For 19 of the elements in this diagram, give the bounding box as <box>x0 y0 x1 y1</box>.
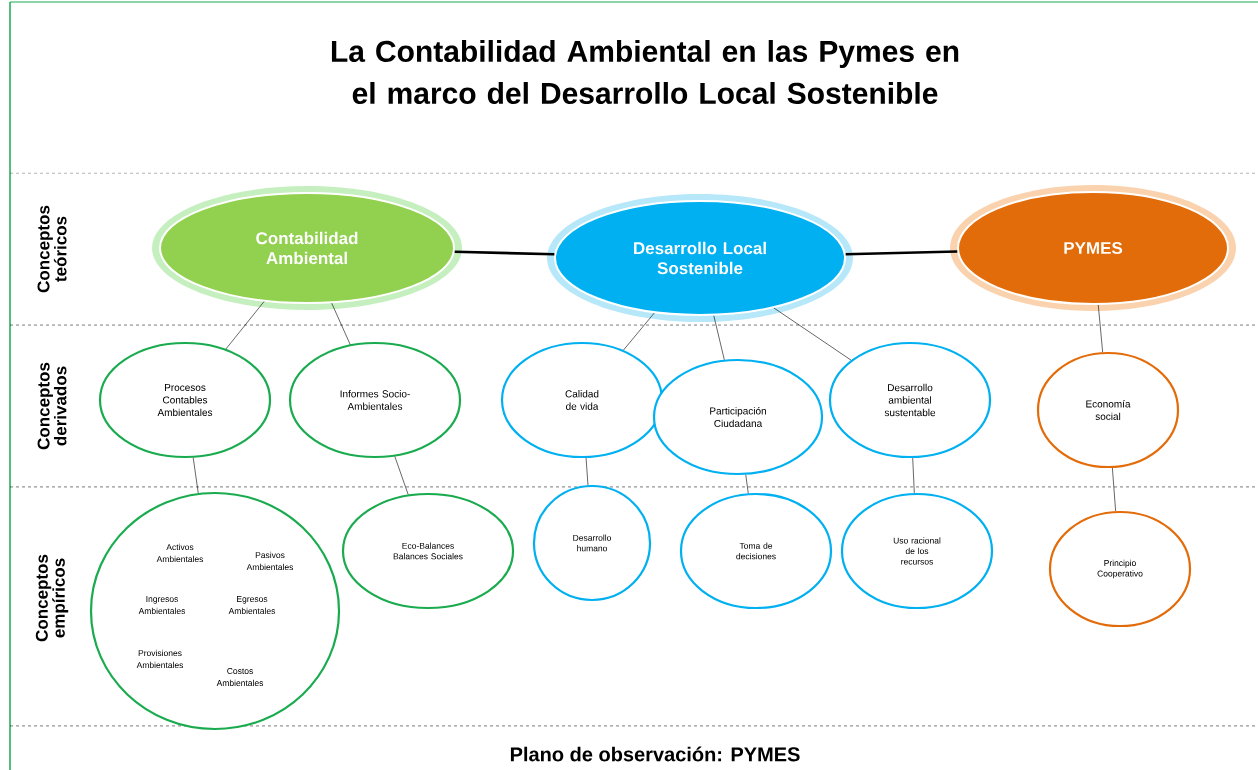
connector-line <box>713 315 725 360</box>
connector-line <box>394 456 409 495</box>
connector-line <box>585 457 589 486</box>
connector-line <box>454 250 555 256</box>
title: La Contabilidad Ambiental en las Pymes en el marco del Desarrollo Local Sostenible <box>331 40 959 104</box>
connector-line <box>745 474 749 494</box>
connector-line <box>331 302 351 345</box>
connector-line <box>1112 467 1116 512</box>
row-label: Conceptos teóricos <box>37 205 67 293</box>
connector-line <box>773 307 852 361</box>
connector-line <box>225 301 265 350</box>
connector-line <box>912 457 915 494</box>
row-label: Conceptos empíricos <box>35 554 69 642</box>
connector-line <box>623 312 655 351</box>
footer-label: Plano de observación: PYMES <box>510 746 800 762</box>
connector-line <box>845 250 958 256</box>
connector-line <box>192 457 199 494</box>
row-label: Conceptos derivados <box>37 362 67 450</box>
connector-line <box>1098 304 1103 353</box>
